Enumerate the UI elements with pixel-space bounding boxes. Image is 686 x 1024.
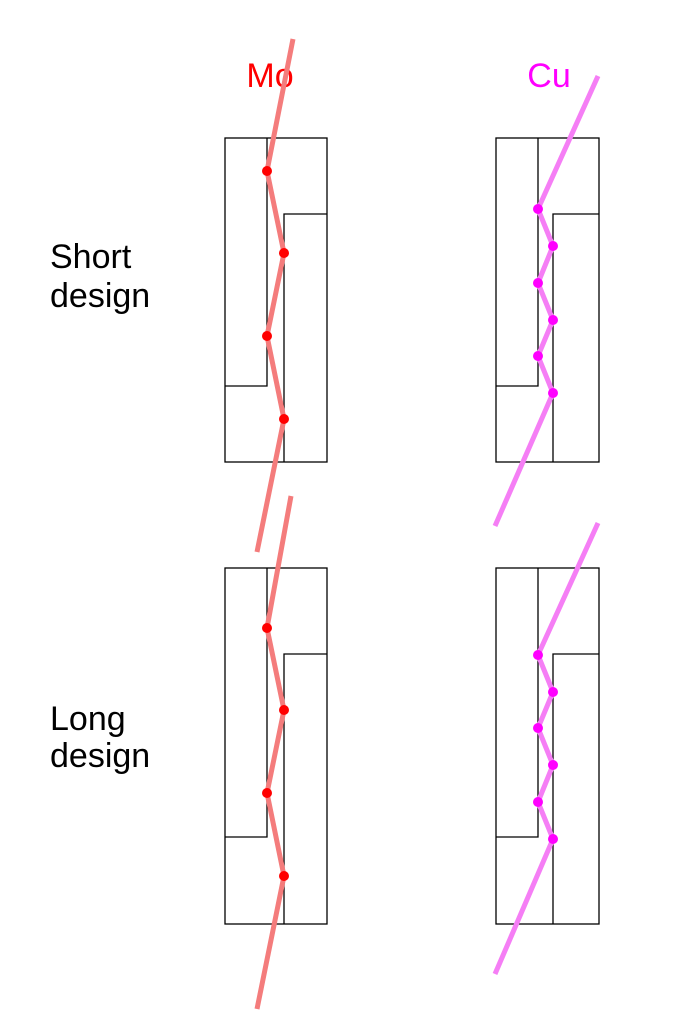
reflection-point <box>548 760 558 770</box>
panel-cu-short <box>492 74 601 527</box>
outer-frame <box>495 137 600 463</box>
inner-mirror-left <box>225 568 268 838</box>
reflection-point <box>533 278 543 288</box>
beam-path <box>492 74 601 527</box>
inner-mirror-right <box>283 213 327 462</box>
reflection-point <box>279 414 289 424</box>
reflection-point <box>533 797 543 807</box>
reflection-point <box>262 166 272 176</box>
inner-mirror-right <box>552 653 599 924</box>
inner-mirror-left <box>496 138 539 387</box>
beam-path <box>254 495 294 1010</box>
reflection-point <box>262 331 272 341</box>
outer-frame <box>495 567 600 925</box>
reflection-point <box>533 650 543 660</box>
reflection-point <box>279 248 289 258</box>
beam-path <box>492 521 601 975</box>
panel-cu-long <box>492 521 601 975</box>
row-label-short-line1: Short <box>50 238 132 276</box>
reflection-point <box>533 204 543 214</box>
inner-mirror-right <box>283 653 327 924</box>
column-label-cu: Cu <box>527 57 570 95</box>
reflection-point <box>533 723 543 733</box>
inner-mirror-left <box>225 138 268 387</box>
inner-mirror-right <box>552 213 599 462</box>
reflection-point <box>279 871 289 881</box>
panel-mo-short <box>224 38 328 553</box>
reflection-point <box>548 315 558 325</box>
panel-mo-long <box>224 495 328 1010</box>
reflection-point <box>279 705 289 715</box>
row-label-long-line2: design <box>50 737 150 775</box>
reflection-point <box>548 834 558 844</box>
reflection-point <box>548 388 558 398</box>
row-label-long-line1: Long <box>50 700 126 738</box>
beam-path <box>254 38 296 553</box>
reflection-point <box>548 241 558 251</box>
reflection-point <box>548 687 558 697</box>
reflection-point <box>262 788 272 798</box>
row-label-short-line2: design <box>50 277 150 315</box>
reflection-point <box>533 351 543 361</box>
inner-mirror-left <box>496 568 539 838</box>
reflection-point <box>262 623 272 633</box>
